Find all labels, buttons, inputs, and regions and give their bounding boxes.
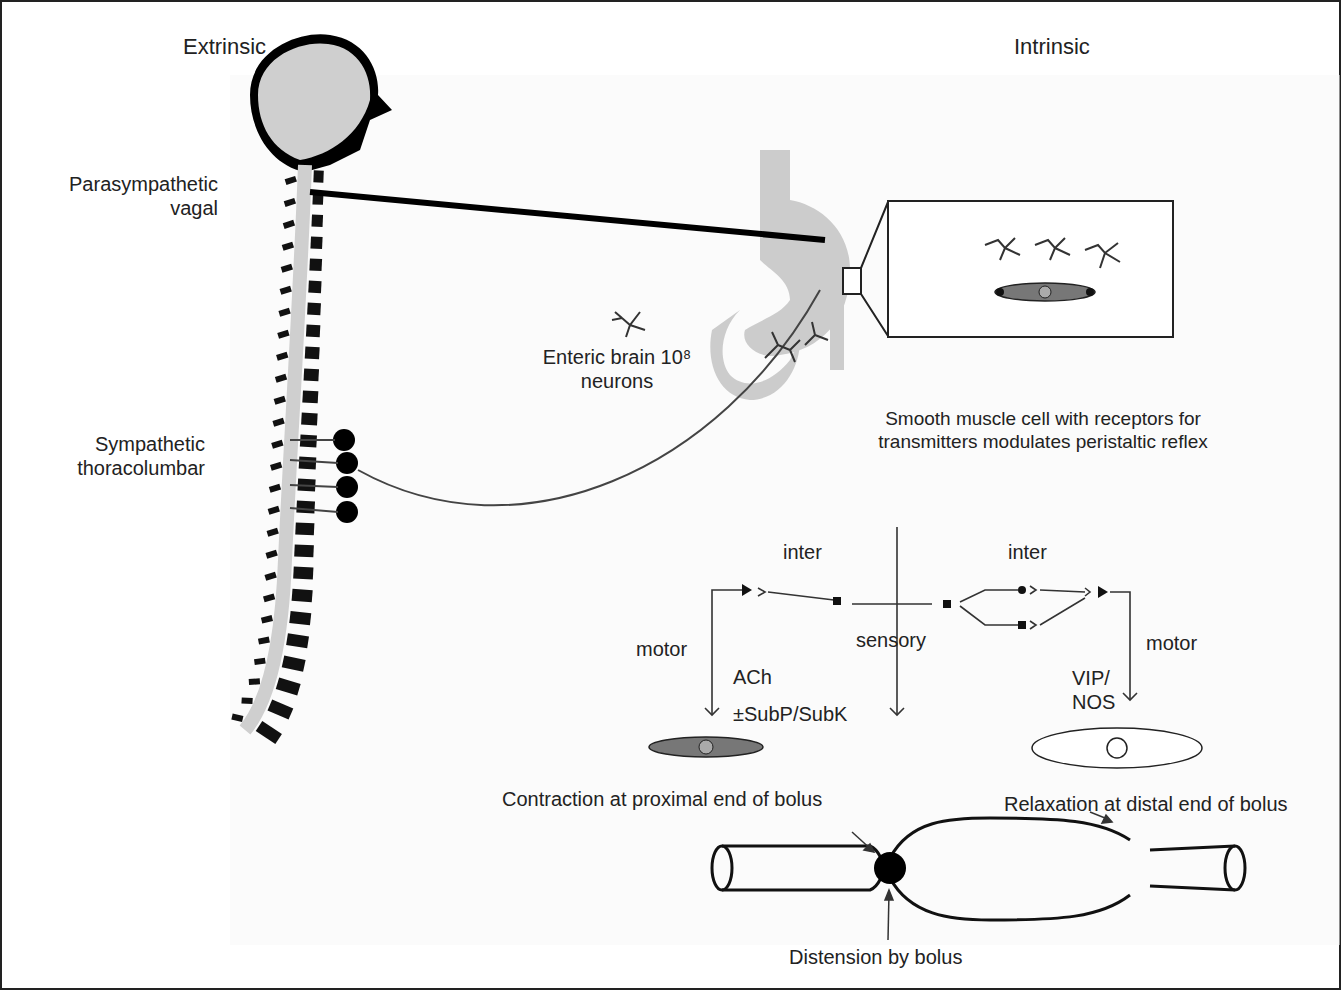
vertebra — [275, 367, 319, 385]
neuron-label: inter — [783, 540, 822, 564]
vertebra — [272, 411, 318, 429]
vertebra — [281, 235, 322, 253]
transmitter-label: ±SubP/SubK — [733, 702, 847, 726]
nerve-label: Parasympathetic vagal — [30, 172, 218, 220]
vertebra — [279, 279, 321, 297]
vertebra — [247, 669, 301, 699]
vertebra — [277, 323, 320, 341]
vertebra — [263, 586, 313, 605]
vertebra — [276, 345, 320, 363]
callout-text: Distension by bolus — [789, 945, 962, 969]
vertebra — [271, 433, 317, 451]
vertebra — [260, 608, 311, 629]
neuron-label: motor — [636, 637, 687, 661]
vertebra — [270, 455, 317, 473]
section-heading: Intrinsic — [1014, 34, 1090, 60]
callout-text: Contraction at proximal end of bolus — [502, 787, 822, 811]
vertebra — [273, 389, 318, 407]
vertebra — [278, 301, 321, 319]
vertebra — [230, 705, 282, 747]
vertebra — [280, 257, 322, 275]
vertebra — [265, 543, 314, 561]
callout-text: Relaxation at distal end of bolus — [1004, 792, 1288, 816]
neuron-label: motor — [1146, 631, 1197, 655]
vertebra — [284, 169, 323, 186]
vertebra — [253, 649, 306, 675]
section-heading: Extrinsic — [183, 34, 266, 60]
vertebra — [264, 565, 313, 583]
transmitter-label: VIP/ NOS — [1072, 666, 1124, 714]
vertebra — [283, 213, 324, 230]
neuron-label: sensory — [856, 628, 926, 652]
transmitter-label: ACh — [733, 665, 772, 689]
vertebra — [240, 688, 294, 723]
neuron-label: inter — [1008, 540, 1047, 564]
vertebra — [266, 521, 314, 539]
nerve-label: Sympathetic thoracolumbar — [40, 432, 205, 480]
enteric-label: Enteric brain 10⁸ neurons — [537, 345, 697, 393]
vertebra — [257, 629, 309, 652]
cell-note: Smooth muscle cell with receptors for tr… — [868, 408, 1218, 454]
